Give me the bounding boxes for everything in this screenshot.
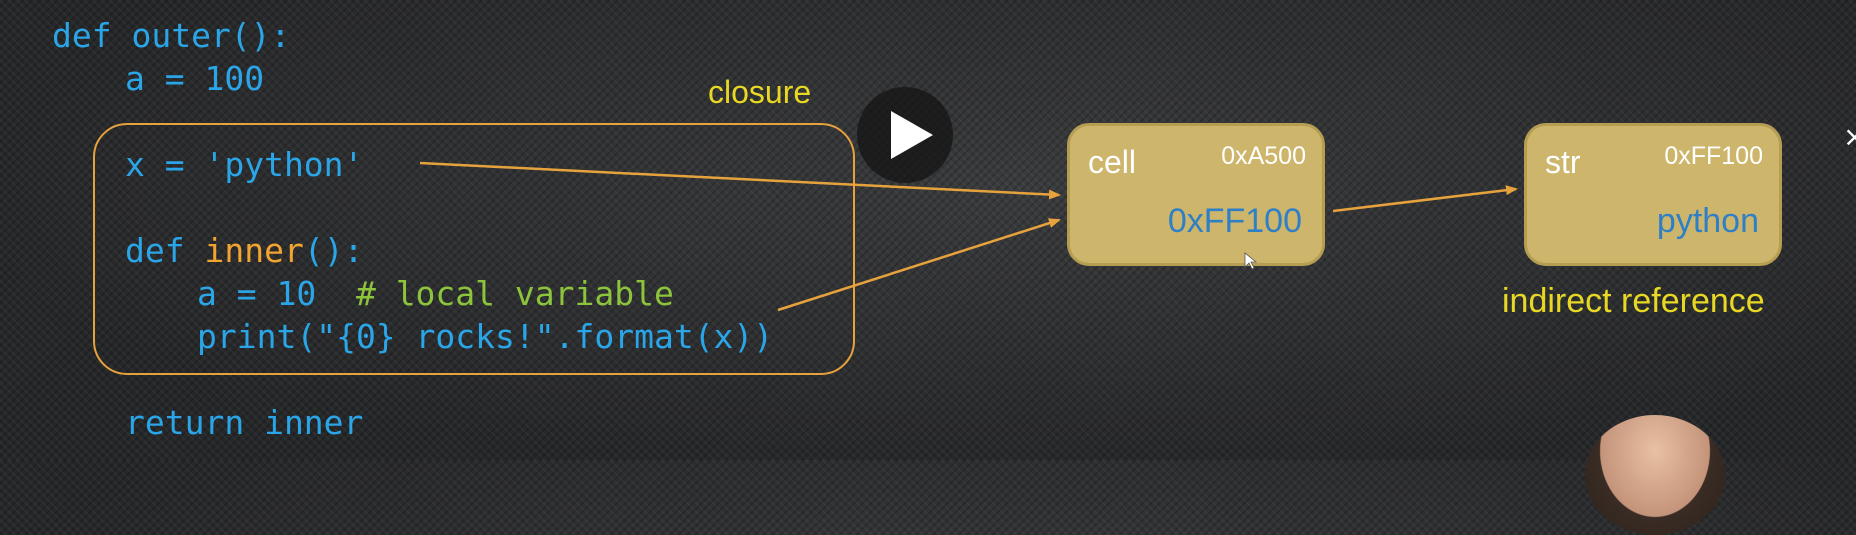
mouse-cursor-icon: [1244, 252, 1258, 270]
cell-address: 0xA500: [1221, 142, 1306, 170]
reference-arrows: [419, 161, 1518, 312]
def-keyword: def: [125, 231, 205, 270]
cell-object-box: cell 0xA500 0xFF100: [1067, 123, 1325, 266]
code-line-print: print("{0} rocks!".format(x)): [197, 317, 774, 356]
str-value: python: [1656, 202, 1759, 240]
close-icon[interactable]: ×: [1843, 120, 1856, 153]
str-object-box: str 0xFF100 python: [1524, 123, 1782, 266]
code-line-a-100: a = 100: [125, 59, 265, 98]
code-line-return-inner: return inner: [125, 403, 364, 442]
arrow-cell-to-str: [1332, 185, 1518, 213]
arrow-print-to-cell: [777, 218, 1061, 312]
arrow-x-to-cell: [419, 161, 1061, 200]
code-line-x-python: x = 'python': [125, 145, 364, 184]
presenter-avatar: [1585, 415, 1725, 535]
def-inner-parens: ():: [303, 231, 364, 270]
play-button[interactable]: [857, 87, 953, 183]
inner-function-name: inner: [204, 231, 304, 270]
code-line-def-inner: def inner():: [125, 231, 363, 271]
play-icon: [891, 111, 933, 159]
cell-value: 0xFF100: [1167, 202, 1302, 240]
closure-label: closure: [708, 74, 812, 110]
str-address: 0xFF100: [1664, 142, 1763, 170]
code-line-a-10: a = 10 # local variable: [197, 274, 674, 314]
str-type-label: str: [1545, 144, 1581, 180]
closure-box: [93, 123, 855, 375]
local-variable-comment: # local variable: [355, 274, 674, 313]
a-10-statement: a = 10: [197, 274, 356, 313]
cell-type-label: cell: [1088, 144, 1137, 180]
indirect-reference-label: indirect reference: [1502, 282, 1765, 320]
code-line-def-outer: def outer():: [52, 16, 291, 55]
